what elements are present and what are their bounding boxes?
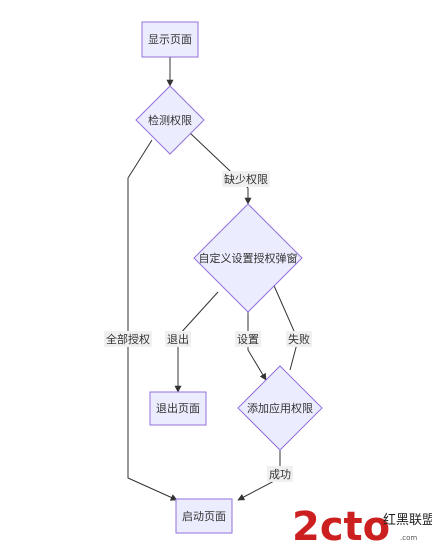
edge-label-success: 成功 [267,466,293,482]
node-exit-page-label: 退出页面 [156,401,200,415]
watermark-site: .com [400,534,417,542]
node-start-page: 启动页面 [175,498,233,534]
edge-label-failed-text: 失败 [288,332,310,346]
watermark-brand: 红黑联盟 [383,512,432,528]
node-add-permission: 添加应用权限 [237,365,323,451]
node-add-permission-label: 添加应用权限 [247,401,313,415]
edge-check-to-dialog [189,132,252,205]
node-check-permission-label: 检测权限 [148,113,192,127]
node-start-page-label: 启动页面 [182,510,226,523]
edge-label-failed: 失败 [286,331,312,347]
edge-label-success-text: 成功 [269,468,291,481]
node-custom-dialog: 自定义设置授权弹窗 [193,203,303,313]
edge-label-all-granted: 全部授权 [104,331,152,347]
edge-label-settings: 设置 [235,331,261,347]
edge-label-missing: 缺少权限 [222,171,270,187]
node-check-permission: 检测权限 [135,85,205,155]
watermark-logo: 2cto [292,504,390,550]
edge-label-all-granted-text: 全部授权 [106,332,150,346]
node-custom-dialog-label: 自定义设置授权弹窗 [199,251,298,265]
edge-label-missing-text: 缺少权限 [224,172,268,186]
edge-dialog-to-add [247,310,267,381]
edge-label-exit: 退出 [165,331,191,347]
edge-label-settings-text: 设置 [237,333,259,346]
node-show-page-label: 显示页面 [148,33,192,46]
edge-check-to-start [127,139,178,501]
watermark: 2cto 红黑联盟 .com [292,504,432,550]
node-show-page: 显示页面 [141,21,199,58]
node-exit-page: 退出页面 [149,391,207,426]
edge-label-exit-text: 退出 [167,332,189,346]
